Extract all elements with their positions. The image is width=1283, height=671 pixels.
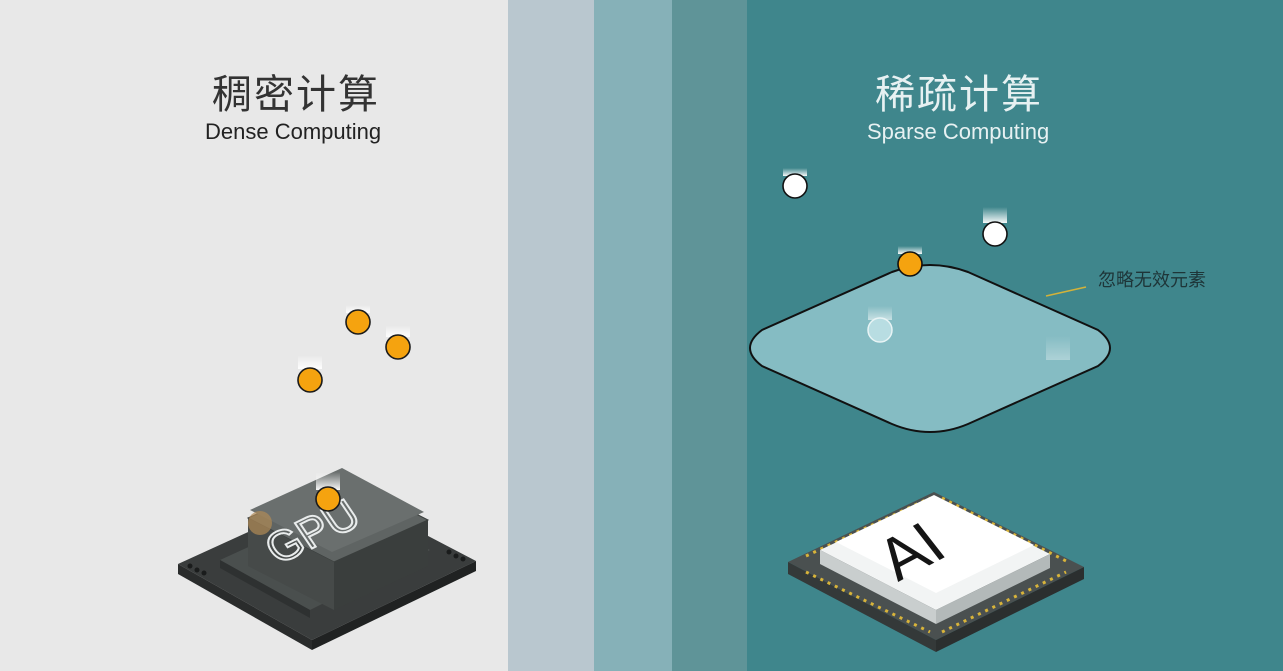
divider-band	[508, 0, 594, 671]
annotation-label: 忽略无效元素	[1098, 270, 1206, 291]
annotation-leader-line	[1045, 286, 1087, 297]
white-ball-icon	[867, 306, 893, 343]
gpu-chip-icon: GPU	[178, 468, 476, 650]
orange-ball-icon	[897, 246, 923, 277]
divider-band	[672, 0, 747, 671]
orange-ball-icon	[315, 472, 341, 512]
divider-band	[594, 0, 672, 671]
orange-ball-icon	[297, 355, 323, 393]
ai-chip-icon: AI	[788, 492, 1084, 652]
dense-title-cn: 稠密计算	[212, 72, 380, 118]
sparse-title-cn: 稀疏计算	[875, 72, 1043, 118]
orange-ball-icon	[385, 325, 411, 360]
white-ball-icon	[782, 168, 808, 199]
filter-plate-icon	[749, 264, 1111, 433]
dense-title-en: Dense Computing	[205, 119, 382, 144]
sparse-title-en: Sparse Computing	[867, 119, 1050, 144]
orange-ball-icon	[345, 305, 371, 335]
white-ball-icon	[982, 207, 1008, 247]
